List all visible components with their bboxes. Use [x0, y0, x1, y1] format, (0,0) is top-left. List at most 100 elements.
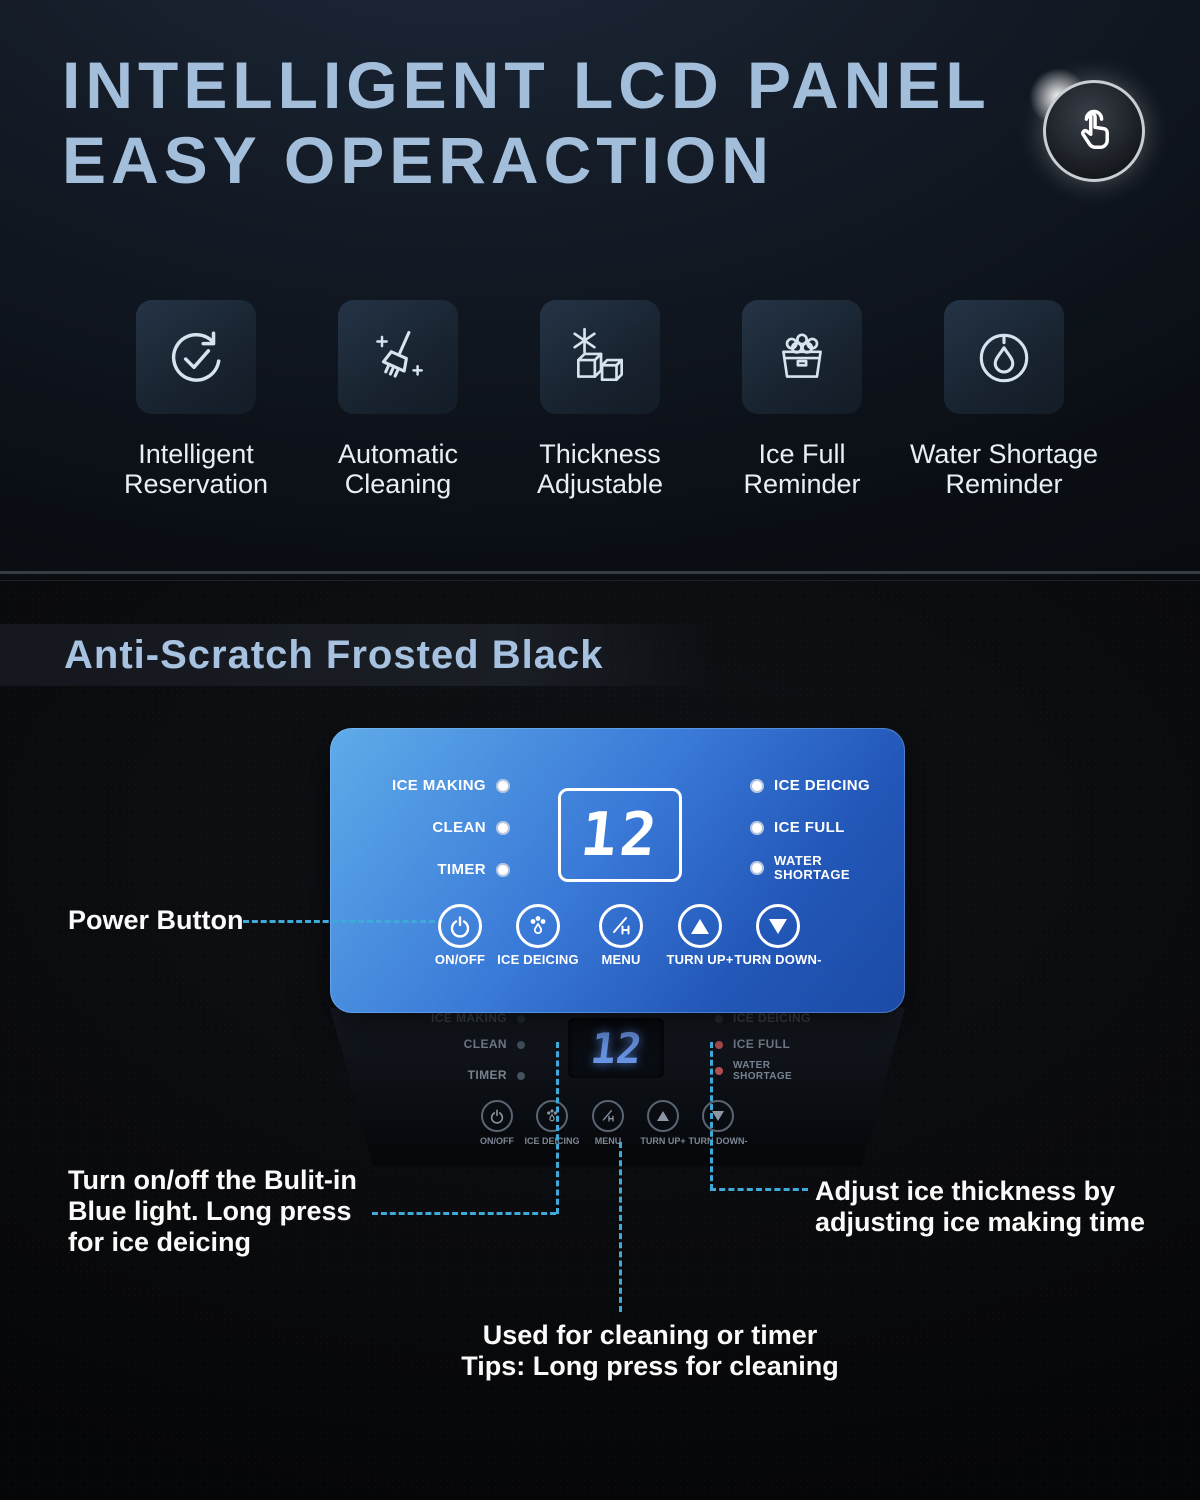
indicator-led — [750, 779, 764, 794]
indicator-led — [715, 1040, 723, 1049]
lcd-panel: ICE MAKING CLEAN TIMER ICE DEICING ICE F… — [330, 728, 905, 1013]
feature-label: Ice Full Reminder — [743, 439, 861, 499]
indicator-clean: CLEAN — [360, 819, 510, 837]
display-value: 12 — [577, 800, 663, 870]
turn-up-button — [678, 904, 722, 948]
pp-indicator-ice-making: ICE MAKING — [385, 1011, 525, 1025]
section-divider-shadow — [0, 580, 1200, 581]
triangle-up-icon — [691, 918, 709, 934]
button-label-menu: MENU — [601, 952, 641, 967]
pp-indicator-ice-full: ICE FULL — [715, 1037, 791, 1051]
indicator-water-shortage: WATER SHORTAGE — [750, 853, 850, 883]
pp-indicator-timer: TIMER — [385, 1068, 525, 1082]
lcd-display: 12 — [558, 788, 682, 882]
pp-indicator-clean: CLEAN — [385, 1037, 525, 1051]
section-divider — [0, 571, 1200, 574]
product-panel-photo: ICE MAKING CLEAN TIMER ICE DEICING ICE F… — [330, 1008, 905, 1166]
indicator-label: ICE MAKING — [431, 1011, 507, 1025]
section-heading: Anti-Scratch Frosted Black — [64, 632, 604, 677]
touch-badge — [1029, 68, 1145, 182]
connector-turnup-horizontal — [710, 1188, 808, 1191]
top-background — [0, 0, 1200, 578]
feature-tile — [338, 300, 458, 414]
callout-power-button: Power Button — [68, 905, 244, 935]
callout-deicing: Turn on/off the Bulit-in Blue light. Lon… — [68, 1165, 357, 1257]
indicator-led — [715, 1067, 723, 1075]
feature-tile — [540, 300, 660, 414]
feature-label: Water Shortage Reminder — [909, 439, 1099, 499]
pp-onoff-button — [481, 1100, 513, 1132]
button-label-ice-deicing: ICE DEICING — [497, 952, 579, 967]
feature-thickness-adjustable: Thickness Adjustable — [499, 300, 701, 499]
indicator-timer: TIMER — [360, 861, 510, 879]
page-title: INTELLIGENT LCD PANEL EASY OPERACTION — [62, 48, 991, 198]
ice-deicing-button — [516, 904, 560, 948]
pp-display: 12 — [568, 1018, 664, 1078]
reservation-icon — [171, 331, 221, 382]
callout-thickness: Adjust ice thickness by adjusting ice ma… — [815, 1176, 1146, 1237]
feature-label: Intelligent Reservation — [123, 439, 269, 499]
indicator-label: WATER SHORTAGE — [774, 853, 850, 883]
indicator-ice-full: ICE FULL — [750, 819, 845, 837]
pp-button-label-menu: MENU — [594, 1136, 622, 1146]
pp-indicator-ice-deicing: ICE DEICING — [715, 1011, 811, 1025]
indicator-label: ICE DEICING — [733, 1011, 811, 1025]
ice-full-icon — [782, 333, 822, 378]
callout-cleaning: Used for cleaning or timer Tips: Long pr… — [461, 1320, 839, 1381]
feature-label: Automatic Cleaning — [337, 439, 459, 499]
indicator-led — [750, 861, 764, 876]
pp-menu-button — [592, 1100, 624, 1132]
feature-row: Intelligent Reservation Automatic Cleani… — [95, 300, 1105, 499]
indicator-led — [496, 779, 510, 794]
power-icon — [490, 1109, 504, 1124]
section-band: Anti-Scratch Frosted Black — [0, 624, 712, 686]
connector-deicing-vertical — [556, 1042, 559, 1214]
pp-ice-deicing-button — [536, 1100, 568, 1132]
triangle-down-icon — [769, 918, 787, 934]
indicator-label: TIMER — [437, 861, 486, 878]
indicator-label: ICE FULL — [774, 819, 845, 836]
pp-indicator-water-shortage: WATER SHORTAGE — [715, 1060, 792, 1082]
indicator-label: CLEAN — [463, 1037, 507, 1051]
water-drop-icon — [979, 333, 1029, 383]
feature-ice-full-reminder: Ice Full Reminder — [701, 300, 903, 499]
feature-intelligent-reservation: Intelligent Reservation — [95, 300, 297, 499]
triangle-down-icon — [712, 1111, 724, 1121]
feature-label: Thickness Adjustable — [536, 439, 664, 499]
indicator-led — [517, 1014, 525, 1023]
button-label-turn-up: TURN UP+ — [666, 952, 734, 967]
touch-circle — [1043, 80, 1145, 182]
thickness-icon — [573, 327, 623, 382]
indicator-label: ICE MAKING — [392, 777, 486, 794]
power-icon — [450, 916, 470, 938]
indicator-ice-deicing: ICE DEICING — [750, 777, 871, 795]
feature-automatic-cleaning: Automatic Cleaning — [297, 300, 499, 499]
indicator-label: ICE FULL — [733, 1037, 791, 1051]
pp-turn-up-button — [647, 1100, 679, 1132]
indicator-led — [715, 1014, 723, 1023]
pp-button-label-turn-up: TURN UP+ — [640, 1136, 686, 1146]
indicator-led — [750, 821, 764, 836]
pp-turn-down-button — [702, 1100, 734, 1132]
indicator-ice-making: ICE MAKING — [360, 777, 510, 795]
feature-tile — [136, 300, 256, 414]
indicator-led — [517, 1071, 525, 1080]
indicator-label: TIMER — [467, 1068, 507, 1082]
tap-finger-icon — [1081, 109, 1109, 149]
button-label-onoff: ON/OFF — [434, 952, 486, 967]
pp-button-label-ice-deicing: ICE DEICING — [524, 1136, 580, 1146]
button-label-turn-down: TURN DOWN- — [734, 952, 822, 967]
indicator-led — [496, 821, 510, 836]
menu-icon — [613, 917, 630, 935]
deicing-icon — [530, 916, 546, 935]
connector-power-line — [243, 920, 435, 923]
triangle-up-icon — [657, 1111, 669, 1121]
indicator-label: ICE DEICING — [774, 777, 871, 794]
feature-tile — [944, 300, 1064, 414]
deicing-icon — [547, 1109, 557, 1122]
connector-menu-vertical — [619, 1142, 622, 1312]
onoff-button — [438, 904, 482, 948]
feature-water-shortage-reminder: Water Shortage Reminder — [903, 300, 1105, 499]
indicator-label: CLEAN — [432, 819, 486, 836]
